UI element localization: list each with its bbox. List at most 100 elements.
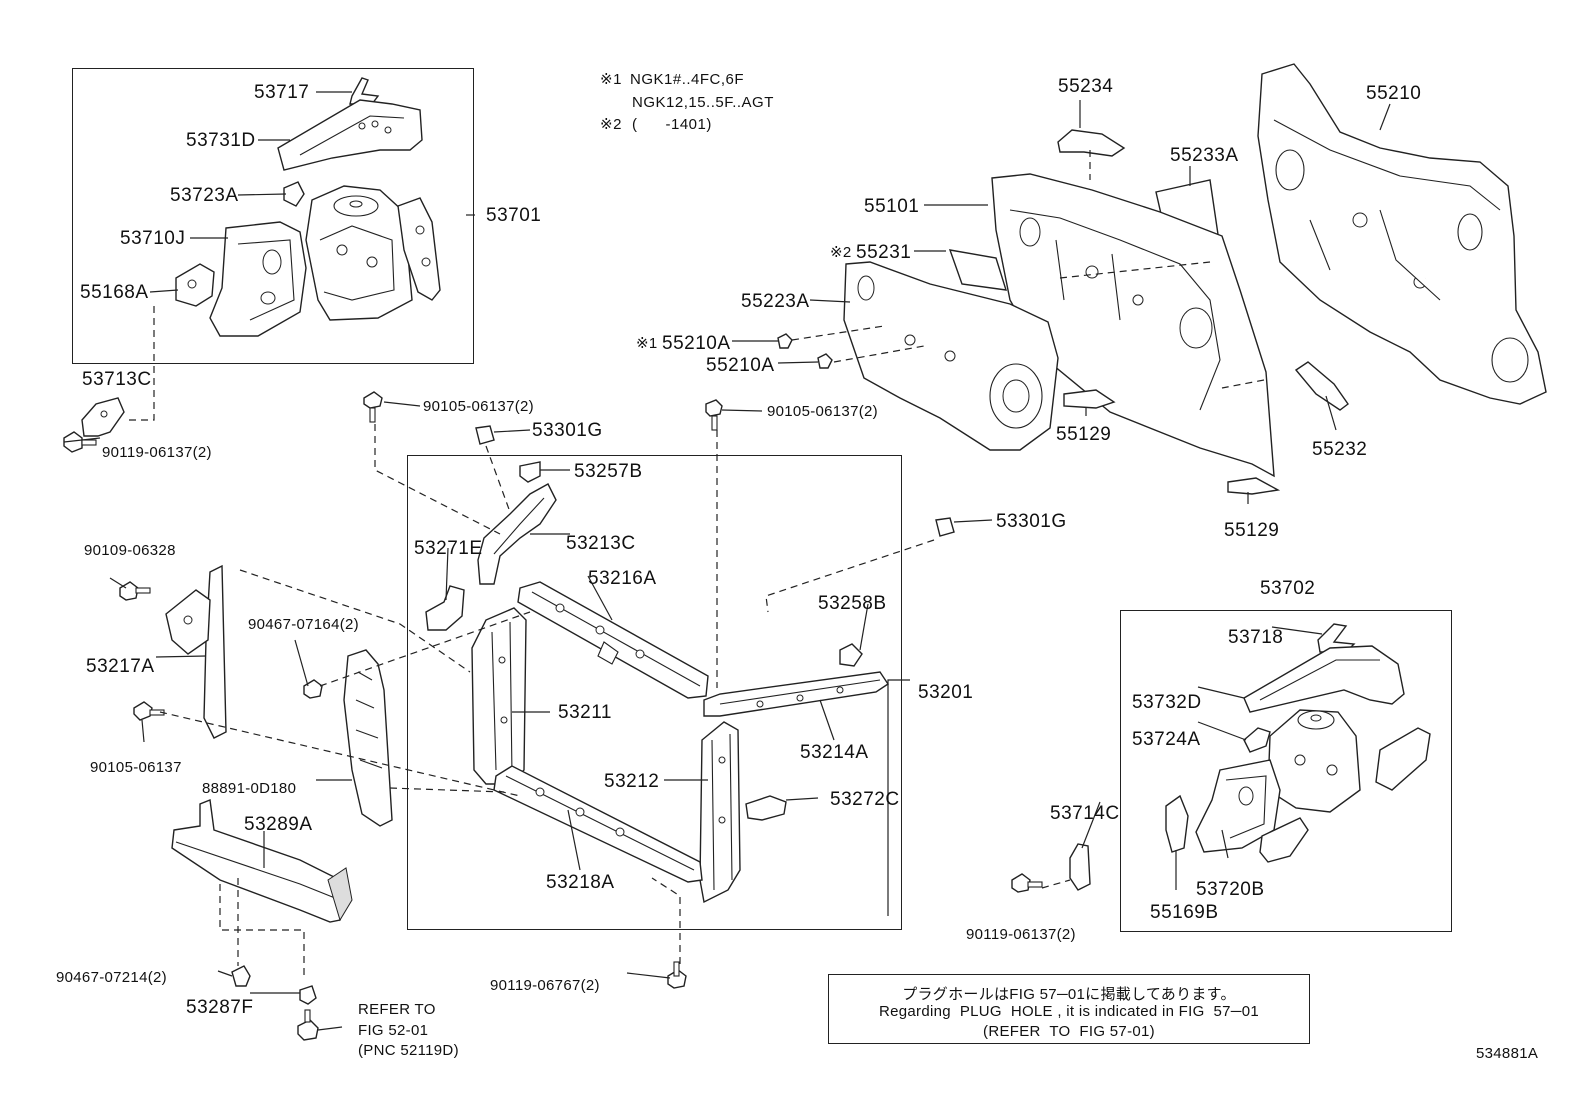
dashed-alignment-lines [124, 150, 1265, 980]
label-55233A: 55233A [1170, 145, 1239, 166]
plug-hole-notice: プラグホールはFIG 57─01に掲載してあります。 Regarding PLU… [828, 974, 1310, 1044]
label-53271E: 53271E [414, 538, 483, 559]
label-53218A: 53218A [546, 872, 615, 893]
label-55223A: 55223A [741, 291, 810, 312]
label-53723A: 53723A [170, 185, 239, 206]
label-refer-1: REFER TO [358, 1001, 436, 1018]
part-88891-0D180-bracket [343, 649, 393, 827]
bolt-90119-right [1011, 873, 1043, 893]
label-53710J: 53710J [120, 228, 186, 249]
label-53732D: 53732D [1132, 692, 1202, 713]
bolt-90119-06767 [667, 961, 687, 989]
label-53287F: 53287F [186, 997, 254, 1018]
part-53720B-apron-lower [1195, 759, 1281, 853]
label-90105-06137-single: 90105-06137 [90, 759, 182, 776]
nut-90467-07164 [303, 679, 323, 699]
label-53201: 53201 [918, 682, 974, 703]
label-53702: 53702 [1260, 578, 1316, 599]
label-90119-06137-left: 90119-06137(2) [102, 444, 212, 461]
part-53213C-brace [477, 483, 557, 585]
part-55231-pad [948, 249, 1007, 291]
label-53720B: 53720B [1196, 879, 1265, 900]
note-2-mark: ※2 [600, 116, 622, 133]
label-refer-2: FIG 52-01 [358, 1022, 429, 1039]
figure-id: 534881A [1476, 1045, 1539, 1062]
label-55129-b: 55129 [1224, 520, 1280, 541]
label-90109-06328: 90109-06328 [84, 542, 176, 559]
nut-90467-07214 [231, 965, 251, 987]
bolt-90105-top1 [363, 391, 383, 423]
label-53258B: 53258B [818, 593, 887, 614]
cushion-53301G-mid [935, 517, 955, 537]
label-90119-06137-right: 90119-06137(2) [966, 926, 1076, 943]
label-mark-1: ※1 [636, 335, 658, 352]
label-53213C: 53213C [566, 533, 636, 554]
part-53211-left-support [471, 607, 527, 785]
label-90105-06137-top1: 90105-06137(2) [423, 398, 534, 415]
part-55169B-bracket [1165, 794, 1189, 853]
label-90467-07164: 90467-07164(2) [248, 616, 359, 633]
label-53713C: 53713C [82, 369, 152, 390]
assembly-frame-53702 [1120, 610, 1452, 932]
label-53212: 53212 [604, 771, 660, 792]
label-53301G-top: 53301G [532, 420, 603, 441]
part-53714C-brace [1069, 843, 1091, 891]
label-90467-07214: 90467-07214(2) [56, 969, 167, 986]
label-90119-06767: 90119-06767(2) [490, 977, 600, 994]
label-55101: 55101 [864, 196, 920, 217]
leader-lines [63, 91, 1391, 1031]
label-53714C: 53714C [1050, 803, 1120, 824]
part-55168A-bracket [175, 263, 215, 307]
label-55234: 55234 [1058, 76, 1114, 97]
label-55168A: 55168A [80, 282, 149, 303]
label-53731D: 53731D [186, 130, 256, 151]
label-55169B: 55169B [1150, 902, 1219, 923]
part-55223A-silencer [843, 261, 1059, 451]
part-53214A-upper-support-r [703, 671, 889, 717]
part-53731D-apron-upper [277, 99, 423, 171]
part-53289A-cover [171, 799, 353, 923]
label-55210A-1: 55210A [662, 333, 731, 354]
part-55210-insulator [1257, 63, 1547, 405]
notice-reference: (REFER TO FIG 57-01) [983, 1023, 1155, 1040]
part-53713C-brace [81, 397, 125, 437]
label-55232: 55232 [1312, 439, 1368, 460]
label-53272C: 53272C [830, 789, 900, 810]
label-53724A: 53724A [1132, 729, 1201, 750]
part-55129-b-plate [1227, 477, 1281, 495]
label-53301G-mid: 53301G [996, 511, 1067, 532]
assembly-frame-53701 [72, 68, 474, 364]
cushion-53301G-top [475, 425, 495, 445]
part-lower-bracket-r [1259, 817, 1309, 863]
label-55129-a: 55129 [1056, 424, 1112, 445]
label-53289A: 53289A [244, 814, 313, 835]
bolt-90105-06137-single [133, 701, 165, 721]
part-53216A-upper-support [517, 581, 709, 699]
label-90105-06137-top2: 90105-06137(2) [767, 403, 878, 420]
bracket-53271E [425, 585, 465, 631]
label-53718: 53718 [1228, 627, 1284, 648]
label-53211: 53211 [558, 702, 612, 723]
note-1-line1: NGK1#..4FC,6F [630, 71, 745, 88]
part-53732D-apron-upper [1243, 645, 1405, 713]
note-2-line: ( -1401) [632, 116, 712, 133]
clip-55210A-1 [777, 333, 793, 349]
bolt-90119-left [63, 431, 97, 453]
note-1-mark: ※1 [600, 71, 622, 88]
bolt-90105-top2 [705, 399, 723, 431]
label-88891-0D180: 88891-0D180 [202, 780, 297, 797]
label-mark-2: ※2 [830, 244, 852, 261]
part-55129-a-plate [1063, 389, 1116, 409]
part-53723A-gusset [283, 181, 305, 207]
label-55210: 55210 [1366, 83, 1422, 104]
part-side-bracket-r [1375, 727, 1431, 791]
note-1-line2: NGK12,15..5F..AGT [632, 94, 774, 111]
clip-53287F [299, 985, 317, 1005]
label-55210A-2: 55210A [706, 355, 775, 376]
part-55232-pad [1294, 361, 1349, 411]
bracket-53258B [839, 643, 863, 667]
assembly-frame-53201 [407, 455, 902, 930]
label-55231: 55231 [856, 242, 912, 263]
label-53214A: 53214A [800, 742, 869, 763]
